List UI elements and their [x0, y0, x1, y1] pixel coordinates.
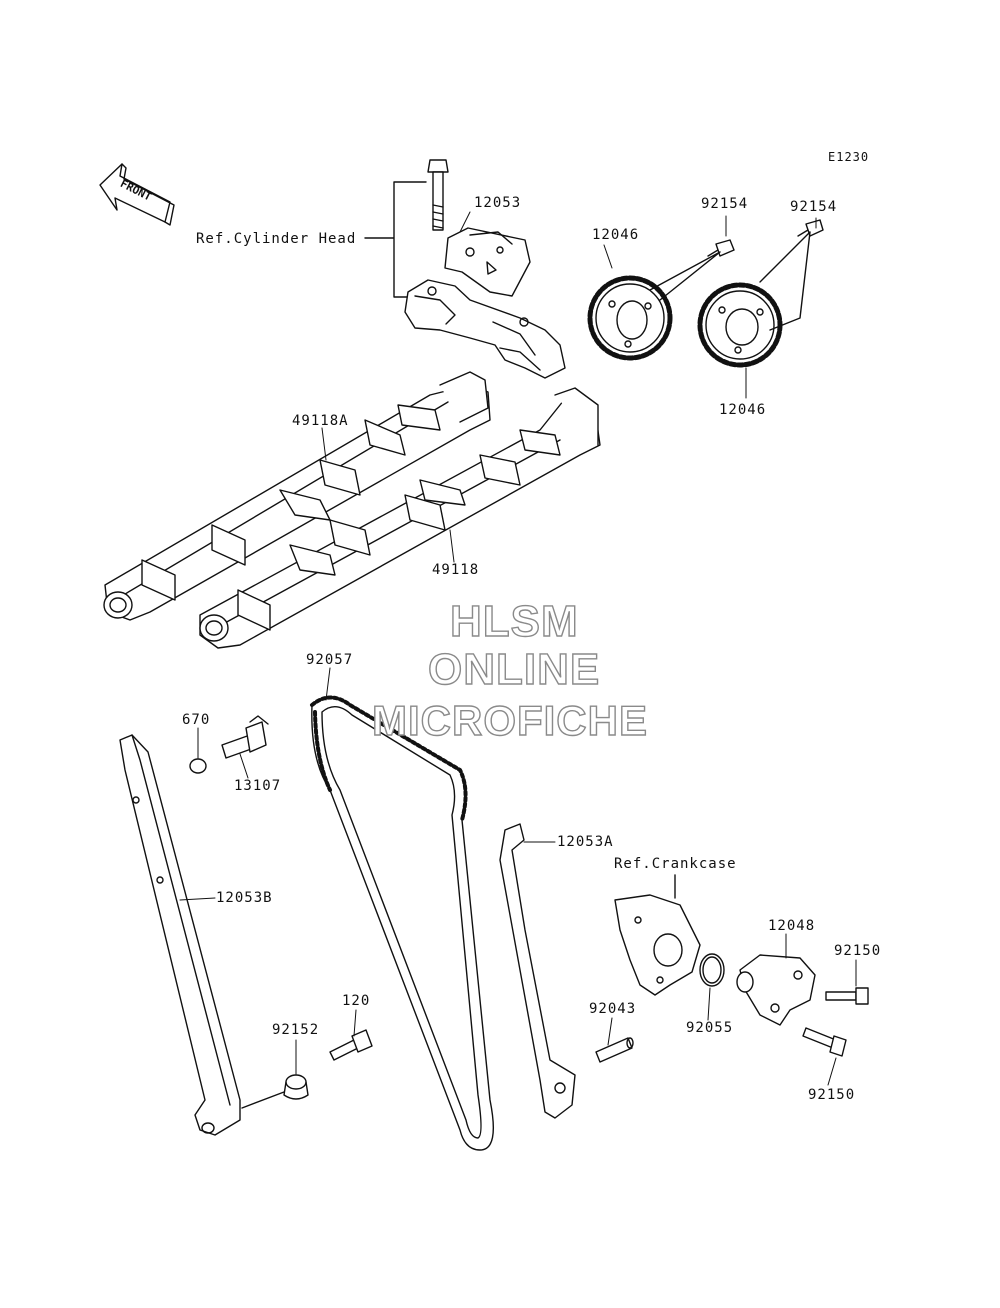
front-arrow-icon — [99, 163, 175, 226]
callout-ref-cylinder-head[interactable]: Ref.Cylinder Head — [196, 231, 357, 247]
callout-ref-crankcase[interactable]: Ref.Crankcase — [614, 856, 737, 872]
callout-49118a[interactable]: 49118A — [292, 413, 349, 429]
cam-holder — [404, 279, 566, 379]
bolt-120 — [329, 1029, 373, 1061]
callout-92152[interactable]: 92152 — [272, 1022, 320, 1038]
callout-12053[interactable]: 12053 — [474, 195, 522, 211]
camshaft-49118a — [103, 371, 491, 621]
callout-92055[interactable]: 92055 — [686, 1020, 734, 1036]
callout-92154-b[interactable]: 92154 — [790, 199, 838, 215]
tensioner-bolt-a — [825, 987, 869, 1005]
cylinder-head-bolt — [427, 159, 449, 231]
watermark-line-3: MICROFICHE — [371, 697, 648, 744]
watermark-line-2: ONLINE — [427, 645, 601, 694]
callout-12046-top[interactable]: 12046 — [592, 227, 640, 243]
callout-92043[interactable]: 92043 — [589, 1001, 637, 1017]
chain-tensioner-12048 — [736, 954, 816, 1026]
collar-92152 — [241, 1074, 309, 1109]
callout-92150-b[interactable]: 92150 — [808, 1087, 856, 1103]
cam-chain-92057 — [310, 695, 495, 1151]
callout-92150-a[interactable]: 92150 — [834, 943, 882, 959]
guide-pin-13107 — [221, 715, 269, 759]
o-ring-92055 — [699, 953, 725, 987]
camshaft-cap-12053 — [444, 227, 531, 297]
callout-92154-a[interactable]: 92154 — [701, 196, 749, 212]
callout-12048[interactable]: 12048 — [768, 918, 816, 934]
callout-12046-bottom[interactable]: 12046 — [719, 402, 767, 418]
ref-cylinder-head-bracket-lines — [364, 181, 427, 298]
callout-12053a[interactable]: 12053A — [557, 834, 614, 850]
dowel-pin-92043 — [595, 1037, 634, 1063]
leader-lines — [179, 211, 857, 1086]
callout-13107[interactable]: 13107 — [234, 778, 282, 794]
diagram-code: E1230 — [828, 150, 870, 164]
callout-12053b[interactable]: 12053B — [216, 890, 273, 906]
tensioner-bolt-b — [802, 1027, 847, 1057]
watermark-line-1: HLSM — [449, 597, 579, 646]
chain-guide-12053a — [499, 823, 576, 1119]
callout-92057[interactable]: 92057 — [306, 652, 354, 668]
callout-49118[interactable]: 49118 — [432, 562, 480, 578]
sprocket-bolt-a — [707, 239, 735, 257]
chain-guide-12053b — [119, 734, 241, 1136]
camshaft-49118 — [199, 387, 601, 649]
cam-sprocket-lower — [697, 282, 783, 368]
cam-sprocket-upper — [587, 275, 673, 361]
ref-crankcase — [614, 874, 701, 996]
o-ring-670 — [189, 758, 207, 774]
callout-670[interactable]: 670 — [182, 712, 211, 728]
callout-120[interactable]: 120 — [342, 993, 371, 1009]
